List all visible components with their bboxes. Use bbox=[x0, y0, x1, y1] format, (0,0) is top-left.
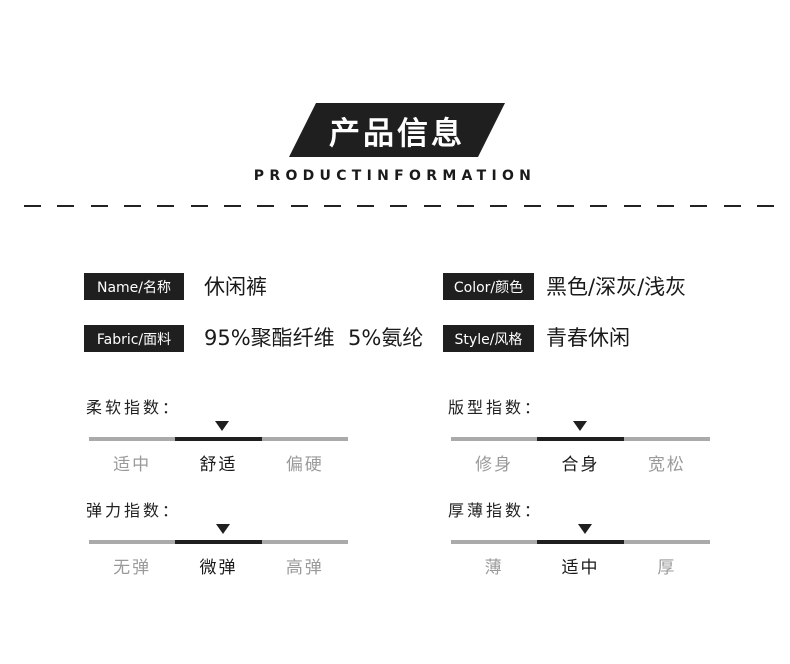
bar-segment bbox=[451, 437, 538, 441]
divider-dash bbox=[190, 205, 208, 207]
style-value: 青春休闲 bbox=[546, 326, 630, 350]
bar-segment bbox=[89, 540, 176, 544]
divider-dash bbox=[90, 205, 108, 207]
fabric-value: 95%聚酯纤维 5%氨纶 bbox=[204, 326, 424, 350]
elasticity-title: 弹力指数： bbox=[86, 501, 182, 520]
thickness-scale: 厚薄指数： 薄 适中 厚 bbox=[448, 497, 710, 578]
bar-segment-selected bbox=[175, 540, 262, 544]
divider-dash bbox=[590, 205, 608, 207]
option-label: 高弹 bbox=[285, 558, 324, 578]
dashed-divider bbox=[24, 205, 774, 207]
fit-bar bbox=[451, 437, 710, 441]
bar-segment-selected bbox=[537, 437, 624, 441]
option-label: 厚 bbox=[657, 558, 677, 578]
fit-title: 版型指数： bbox=[448, 398, 544, 417]
divider-dash bbox=[290, 205, 308, 207]
divider-dash bbox=[57, 205, 75, 207]
divider-dash bbox=[623, 205, 641, 207]
thickness-bar bbox=[451, 540, 710, 544]
divider-dash bbox=[24, 205, 41, 207]
option-label-selected: 合身 bbox=[561, 455, 600, 475]
divider-dash bbox=[690, 205, 708, 207]
option-label-selected: 适中 bbox=[561, 558, 600, 578]
option-label: 修身 bbox=[475, 455, 514, 475]
bar-segment bbox=[623, 437, 710, 441]
softness-scale: 柔软指数： 适中 舒适 偏硬 bbox=[86, 394, 348, 475]
option-label-selected: 舒适 bbox=[199, 455, 238, 475]
color-tag: Color/颜色 bbox=[443, 273, 534, 300]
bar-segment bbox=[261, 437, 348, 441]
bar-segment-selected bbox=[537, 540, 624, 544]
option-label: 偏硬 bbox=[285, 455, 324, 475]
softness-marker-icon bbox=[215, 421, 229, 431]
bar-segment bbox=[451, 540, 538, 544]
name-tag: Name/名称 bbox=[84, 273, 184, 300]
option-label: 薄 bbox=[484, 558, 504, 578]
elasticity-bar bbox=[89, 540, 348, 544]
divider-dash bbox=[357, 205, 375, 207]
title-en: PRODUCTINFORMATION bbox=[253, 168, 537, 184]
divider-dash bbox=[490, 205, 508, 207]
title-banner: 产品信息 bbox=[289, 103, 505, 157]
option-label: 适中 bbox=[113, 455, 152, 475]
divider-dash bbox=[123, 205, 141, 207]
divider-dash bbox=[723, 205, 741, 207]
softness-title: 柔软指数： bbox=[86, 398, 182, 417]
title-cn: 产品信息 bbox=[329, 115, 465, 152]
divider-dash bbox=[656, 205, 674, 207]
thickness-marker-icon bbox=[578, 524, 592, 534]
divider-dash bbox=[457, 205, 475, 207]
divider-dash bbox=[323, 205, 341, 207]
bar-segment bbox=[89, 437, 176, 441]
divider-dash bbox=[523, 205, 541, 207]
bar-segment bbox=[623, 540, 710, 544]
divider-dash bbox=[557, 205, 574, 207]
bar-segment bbox=[261, 540, 348, 544]
option-label: 无弹 bbox=[113, 558, 152, 578]
divider-dash bbox=[756, 205, 774, 207]
option-label-selected: 微弹 bbox=[199, 558, 238, 578]
divider-dash bbox=[423, 205, 441, 207]
style-tag: Style/风格 bbox=[443, 325, 534, 352]
divider-dash bbox=[257, 205, 275, 207]
divider-dash bbox=[390, 205, 408, 207]
softness-bar bbox=[89, 437, 348, 441]
elasticity-scale: 弹力指数： 无弹 微弹 高弹 bbox=[86, 497, 348, 578]
fabric-tag: Fabric/面料 bbox=[84, 325, 184, 352]
name-value: 休闲裤 bbox=[204, 275, 267, 299]
elasticity-marker-icon bbox=[216, 524, 230, 534]
fit-marker-icon bbox=[573, 421, 587, 431]
fit-scale: 版型指数： 修身 合身 宽松 bbox=[448, 394, 710, 475]
thickness-title: 厚薄指数： bbox=[448, 501, 544, 520]
divider-dash bbox=[223, 205, 241, 207]
divider-dash bbox=[157, 205, 175, 207]
color-value: 黑色/深灰/浅灰 bbox=[546, 275, 687, 299]
bar-segment-selected bbox=[175, 437, 262, 441]
option-label: 宽松 bbox=[647, 455, 686, 475]
